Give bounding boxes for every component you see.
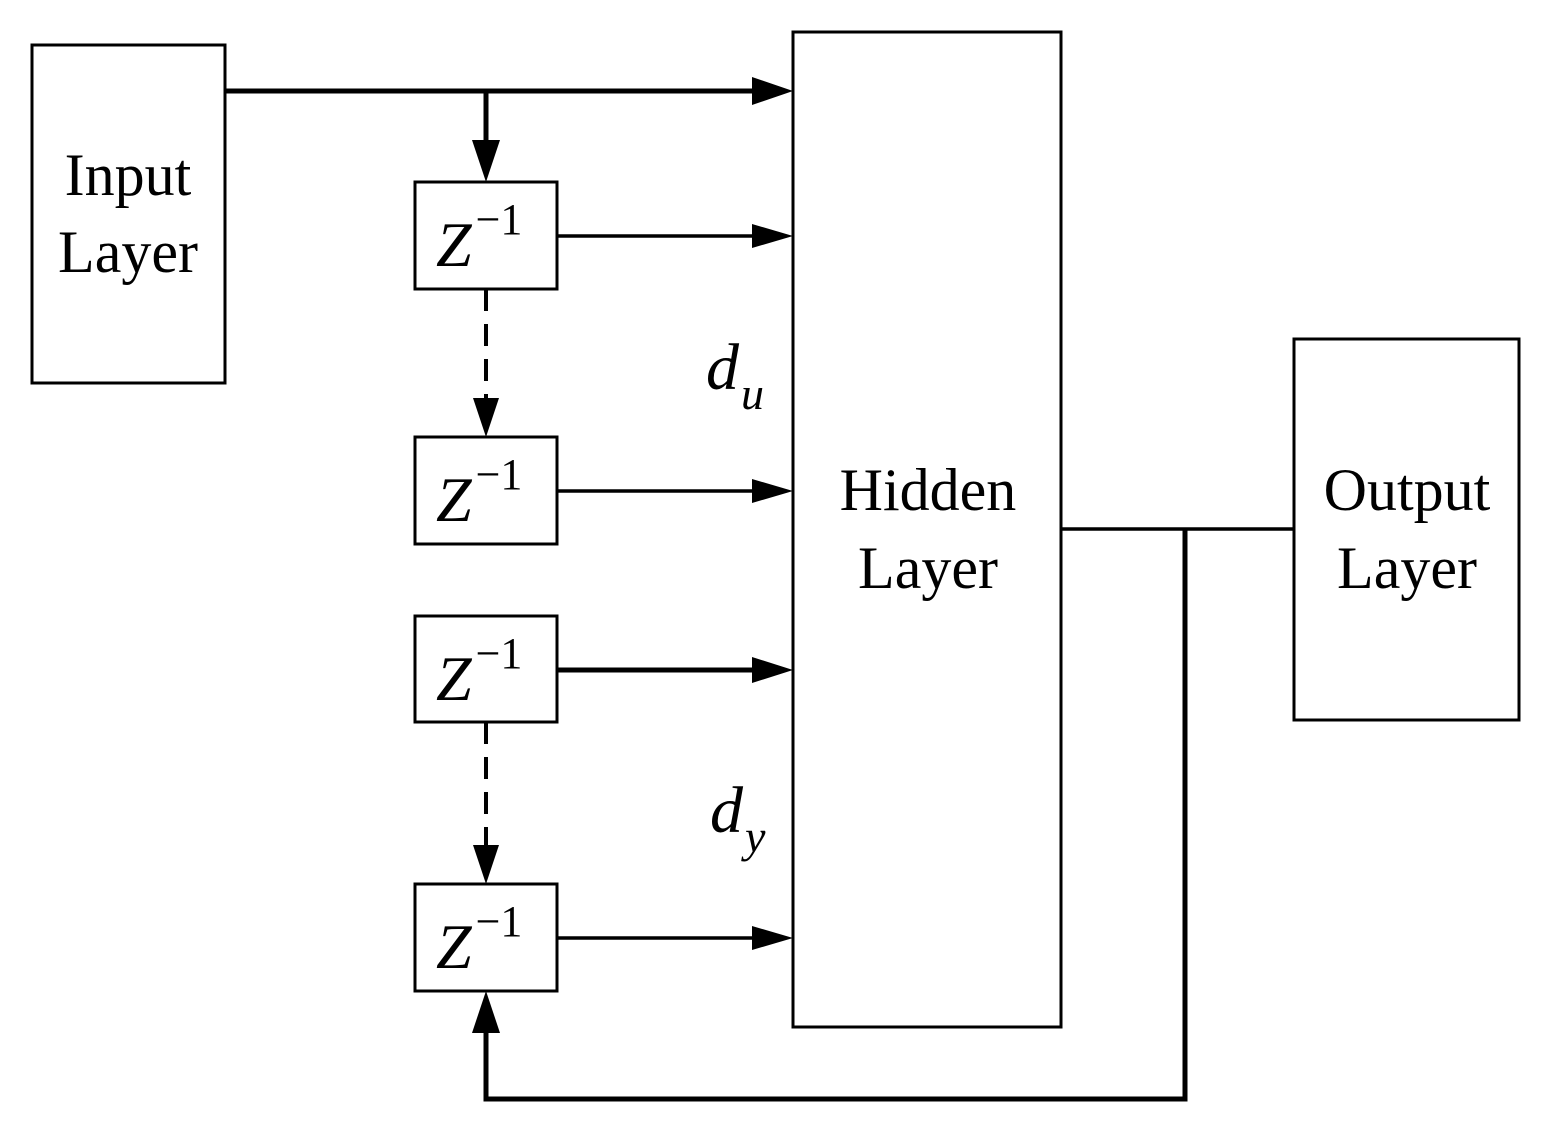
delay-exponent: −1 — [476, 450, 523, 499]
output-layer-block: Output Layer — [1292, 337, 1521, 722]
delay-symbol: Z — [436, 464, 473, 535]
delay3-to-delay4-dashed-connector — [473, 722, 499, 884]
delay-block-3: Z−1 — [413, 614, 559, 724]
hidden-layer-label-line2: Layer — [858, 535, 998, 601]
output-layer-label-line1: Output — [1324, 457, 1491, 523]
input-to-hidden-connector — [225, 77, 793, 105]
delay3-to-hidden-connector — [557, 657, 793, 683]
svg-text:Z−1: Z−1 — [436, 897, 522, 982]
delay-exponent: −1 — [476, 629, 523, 678]
input-layer-label-line2: Layer — [58, 219, 198, 285]
delay4-to-hidden-connector — [557, 926, 793, 950]
delay-block-4: Z−1 — [413, 882, 559, 993]
delay-block-1: Z−1 — [413, 180, 559, 291]
svg-text:Z−1: Z−1 — [436, 629, 522, 714]
delay1-to-delay2-dashed-connector — [473, 289, 499, 437]
svg-text:Z−1: Z−1 — [436, 450, 522, 535]
delay1-to-hidden-connector — [557, 224, 793, 248]
delay-symbol: Z — [436, 911, 473, 982]
delay-exponent: −1 — [476, 195, 523, 244]
delay2-to-hidden-connector — [557, 479, 793, 503]
input-layer-block: Input Layer — [30, 43, 227, 385]
delay-symbol: Z — [436, 209, 473, 280]
delay-block-2: Z−1 — [413, 435, 559, 546]
delay-symbol: Z — [436, 643, 473, 714]
output-feedback-connector — [472, 529, 1188, 1102]
dy-label: dy — [710, 774, 766, 862]
svg-text:Z−1: Z−1 — [436, 195, 522, 280]
output-layer-label-line2: Layer — [1337, 535, 1477, 601]
input-to-delay1-connector — [472, 91, 500, 182]
hidden-layer-block: Hidden Layer — [791, 30, 1063, 1029]
input-layer-label-line1: Input — [65, 142, 192, 208]
hidden-layer-label-line1: Hidden — [840, 457, 1017, 523]
du-label: du — [706, 331, 764, 419]
delay-exponent: −1 — [476, 897, 523, 946]
